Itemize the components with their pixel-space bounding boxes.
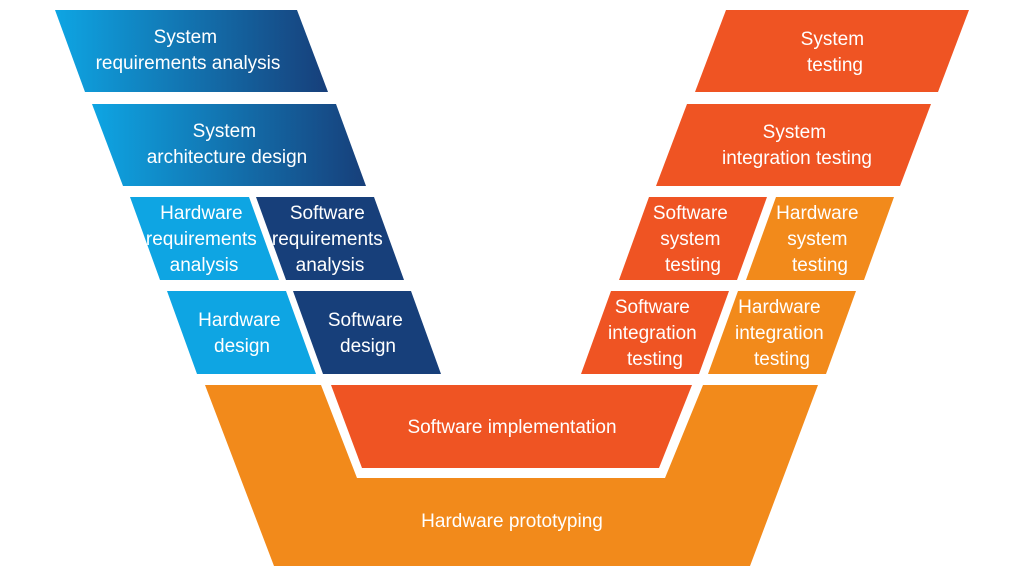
label-system-architecture-design: System architecture design — [147, 121, 308, 168]
block-hardware-design: Hardware design — [167, 291, 316, 374]
label-hardware-requirements-analysis: Hardware requirements analysis — [146, 203, 262, 276]
block-software-integration-testing: Software integration testing — [581, 291, 729, 374]
label-system-integration-testing: System integration testing — [722, 122, 872, 169]
label-software-system-testing: Software system testing — [653, 203, 733, 276]
block-hardware-prototyping: Hardware prototyping — [205, 385, 818, 566]
block-hardware-requirements-analysis: Hardware requirements analysis — [130, 197, 279, 280]
label-software-implementation: Software implementation — [407, 417, 616, 438]
block-system-integration-testing: System integration testing — [656, 104, 931, 186]
label-hardware-integration-testing: Hardware integration testing — [735, 297, 829, 370]
block-system-testing: System testing — [695, 10, 969, 92]
block-system-architecture-design: System architecture design — [92, 104, 366, 186]
label-hardware-prototyping: Hardware prototyping — [421, 511, 603, 532]
block-software-implementation: Software implementation — [331, 385, 692, 468]
label-software-design: Software design — [328, 310, 408, 357]
block-hardware-integration-testing: Hardware integration testing — [708, 291, 856, 374]
label-software-requirements-analysis: Software requirements analysis — [272, 203, 388, 276]
label-system-requirements-analysis: System requirements analysis — [96, 27, 281, 74]
block-software-design: Software design — [293, 291, 441, 374]
block-software-system-testing: Software system testing — [619, 197, 767, 280]
label-system-testing: System testing — [801, 29, 870, 76]
label-hardware-design: Hardware design — [198, 310, 286, 357]
block-software-requirements-analysis: Software requirements analysis — [256, 197, 404, 280]
block-system-requirements-analysis: System requirements analysis — [55, 10, 328, 92]
block-hardware-system-testing: Hardware system testing — [746, 197, 894, 280]
label-software-integration-testing: Software integration testing — [608, 297, 702, 370]
label-hardware-system-testing: Hardware system testing — [776, 203, 864, 276]
